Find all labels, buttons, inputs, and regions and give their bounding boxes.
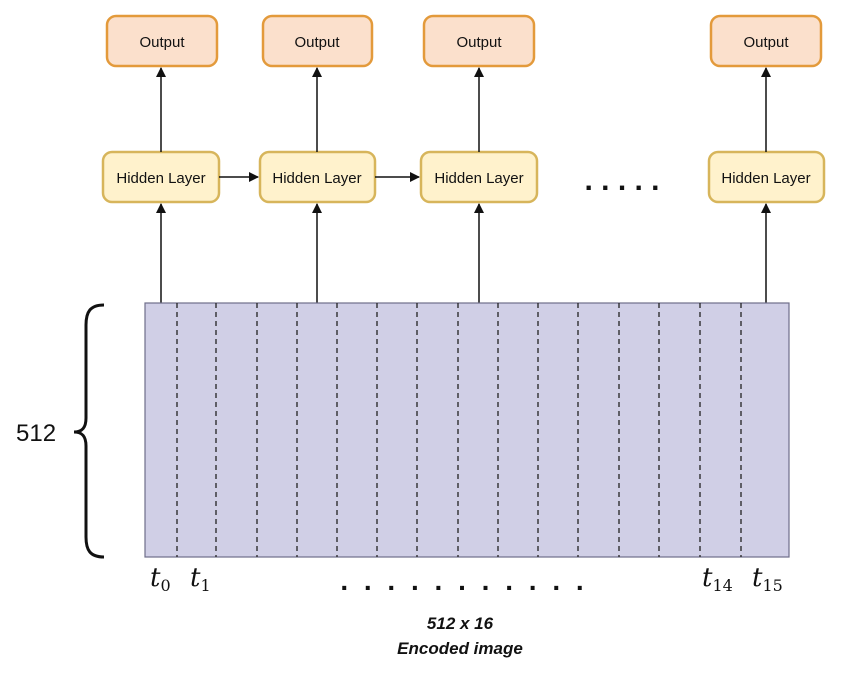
hidden-layer-box: Hidden Layer	[258, 150, 377, 204]
output-box: Output	[422, 14, 536, 68]
column-dividers	[176, 303, 742, 557]
height-brace	[73, 303, 105, 559]
output-label: Output	[456, 34, 502, 51]
hidden-layer-label: Hidden Layer	[116, 170, 205, 187]
output-label: Output	[294, 34, 340, 51]
output-box: Output	[709, 14, 823, 68]
hidden-layer-box: Hidden Layer	[101, 150, 221, 204]
time-step-label: t15	[752, 563, 783, 595]
caption-dimensions: 512 x 16	[427, 614, 494, 633]
encoded-image-matrix	[144, 302, 790, 558]
caption-title: Encoded image	[397, 639, 523, 658]
output-label: Output	[743, 34, 789, 51]
time-step-label: t1	[190, 563, 211, 595]
time-step-label: t14	[702, 563, 733, 595]
output-label: Output	[139, 34, 185, 51]
output-box: Output	[105, 14, 219, 68]
output-box: Output	[261, 14, 374, 68]
hidden-layer-box: Hidden Layer	[707, 150, 826, 204]
time-step-ellipsis: . . . . . . . . . . .	[340, 565, 587, 596]
height-label: 512	[16, 420, 56, 447]
hidden-layer-label: Hidden Layer	[272, 170, 361, 187]
hidden-layer-label: Hidden Layer	[721, 170, 810, 187]
hidden-layer-box: Hidden Layer	[419, 150, 539, 204]
hidden-layer-label: Hidden Layer	[434, 170, 523, 187]
hidden-layer-ellipsis: . . . . .	[584, 164, 659, 197]
time-step-label: t0	[150, 563, 171, 595]
